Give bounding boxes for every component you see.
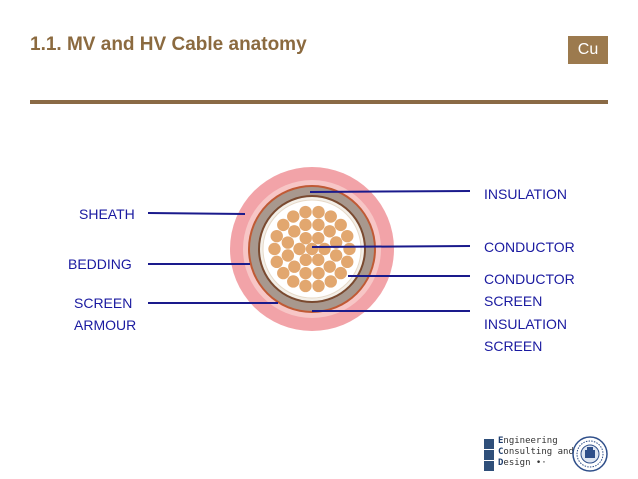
conductor-strand bbox=[312, 279, 325, 293]
conductor-strand bbox=[299, 253, 312, 267]
conductor-strand bbox=[324, 275, 337, 288]
conductor-strand bbox=[281, 236, 295, 249]
label-conductor-screen-line2: SCREEN bbox=[484, 293, 543, 309]
label-screen-armour-line2: ARMOUR bbox=[74, 317, 137, 333]
conductor-strand bbox=[268, 242, 281, 256]
conductor-strand bbox=[341, 255, 354, 269]
conductor-strand bbox=[299, 266, 312, 280]
conductor-strand bbox=[323, 225, 336, 238]
conductor-strand bbox=[334, 218, 347, 232]
conductor-strand bbox=[312, 231, 325, 245]
label-insulation-screen-line1: INSULATION bbox=[484, 316, 567, 332]
conductor-strand bbox=[281, 249, 295, 262]
conductor-strand bbox=[324, 210, 337, 223]
conductor-strand bbox=[312, 205, 325, 219]
label-sheath: SHEATH bbox=[79, 206, 135, 222]
conductor-strand bbox=[287, 210, 300, 223]
conductor-strands bbox=[268, 205, 356, 293]
conductor-strand bbox=[341, 229, 354, 243]
conductor-strand bbox=[334, 266, 347, 280]
university-seal-icon bbox=[572, 436, 608, 472]
conductor-strand bbox=[329, 236, 343, 249]
conductor-strand bbox=[288, 260, 301, 273]
conductor-strand bbox=[329, 249, 343, 262]
conductor-strand bbox=[312, 218, 325, 232]
conductor-strand bbox=[312, 253, 325, 267]
label-conductor: CONDUCTOR bbox=[484, 239, 575, 255]
page-title: 1.1. MV and HV Cable anatomy bbox=[30, 34, 307, 55]
label-bedding: BEDDING bbox=[68, 256, 132, 272]
leader-line-sheath bbox=[147, 212, 246, 215]
conductor-strand bbox=[299, 205, 312, 219]
conductor-strand bbox=[305, 242, 319, 256]
conductor-strand bbox=[270, 229, 283, 243]
conductor-strand bbox=[293, 242, 306, 256]
leader-line-insulation bbox=[309, 190, 471, 193]
leader-line-conductor bbox=[311, 245, 471, 248]
material-badge: Cu bbox=[568, 36, 608, 64]
conductor-strand bbox=[287, 275, 300, 288]
conductor-strand bbox=[318, 242, 331, 256]
conductor-strand bbox=[299, 218, 312, 232]
conductor-strand bbox=[343, 242, 356, 256]
conductor-strand bbox=[312, 266, 325, 280]
label-screen-armour-line1: SCREEN bbox=[74, 295, 133, 311]
conductor-strand bbox=[299, 279, 312, 293]
conductor-strand bbox=[323, 260, 336, 273]
ecd-logo-icon: Engineering Consulting and Design •⋅ bbox=[484, 436, 618, 474]
logo-mark bbox=[484, 439, 494, 471]
conductor-strand bbox=[277, 266, 290, 280]
logo-text: Engineering Consulting and Design •⋅ bbox=[498, 436, 574, 468]
title-divider bbox=[30, 100, 608, 104]
label-conductor-screen-line1: CONDUCTOR bbox=[484, 271, 575, 287]
conductor-strand bbox=[270, 255, 283, 269]
label-insulation: INSULATION bbox=[484, 186, 567, 202]
conductor-strand bbox=[288, 225, 301, 238]
label-insulation-screen-line2: SCREEN bbox=[484, 338, 543, 354]
conductor-strand bbox=[299, 231, 312, 245]
conductor-strand bbox=[277, 218, 290, 232]
